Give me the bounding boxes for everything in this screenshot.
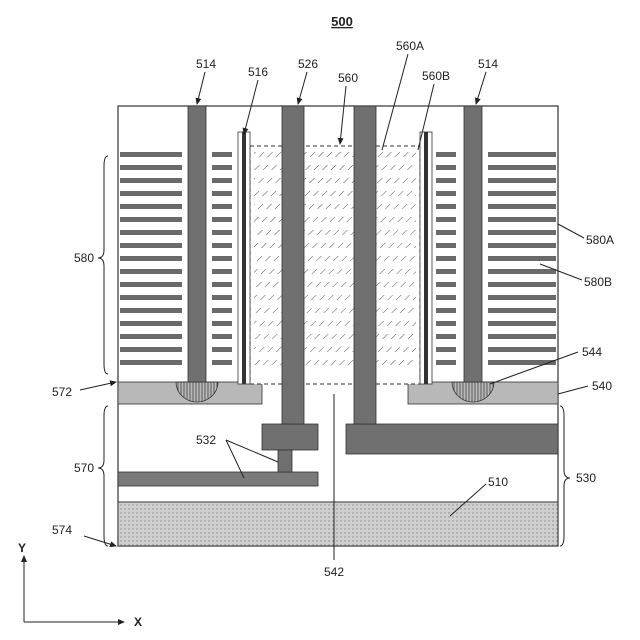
pillar-526: [282, 106, 304, 424]
label-514-right: 514: [478, 57, 498, 71]
figure-title: 500: [331, 14, 353, 29]
label-514-left: 514: [196, 57, 216, 71]
label-544: 544: [582, 345, 602, 359]
central-region-560: [250, 146, 420, 384]
x-axis-label: X: [134, 615, 142, 629]
label-540: 540: [592, 379, 612, 393]
contact-block: [262, 424, 318, 450]
label-572: 572: [52, 385, 72, 399]
label-580A: 580A: [586, 233, 614, 247]
label-574: 574: [52, 523, 72, 537]
interconnect-right: [346, 424, 558, 454]
contact-plug: [278, 450, 292, 472]
pillar-center: [354, 106, 376, 424]
label-560A: 560A: [396, 39, 424, 53]
label-532: 532: [196, 433, 216, 447]
liner-516: [238, 132, 250, 384]
interconnect-532: [118, 472, 318, 486]
label-580B: 580B: [584, 275, 612, 289]
y-axis-label: Y: [18, 541, 26, 555]
label-510: 510: [488, 475, 508, 489]
coordinate-axes: Y X: [18, 541, 142, 629]
label-530: 530: [576, 471, 596, 485]
label-542: 542: [324, 565, 344, 579]
left-layer-stack: [120, 152, 232, 365]
pillar-514-right: [464, 106, 482, 382]
liner-right: [420, 132, 432, 384]
label-560B: 560B: [422, 69, 450, 83]
pillar-514-left: [188, 106, 206, 382]
substrate-510: [118, 502, 558, 546]
label-570: 570: [74, 461, 94, 475]
right-layer-stack: [436, 152, 556, 365]
label-526: 526: [298, 57, 318, 71]
label-516: 516: [248, 65, 268, 79]
label-580: 580: [74, 251, 94, 265]
label-560: 560: [338, 71, 358, 85]
